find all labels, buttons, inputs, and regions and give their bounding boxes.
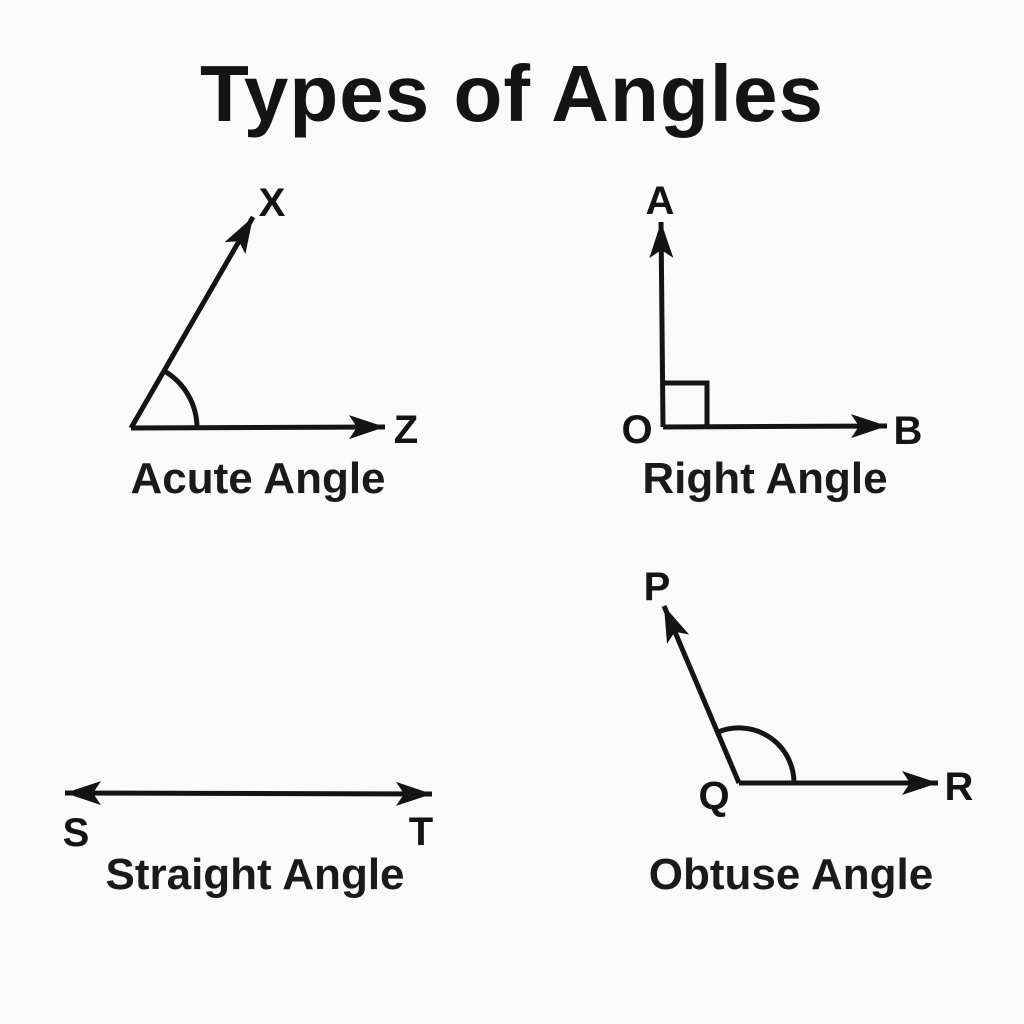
acute-ray-to-x bbox=[128, 215, 256, 430]
obtuse-angle-arc bbox=[716, 725, 797, 784]
obtuse-angle-caption: Obtuse Angle bbox=[649, 850, 933, 899]
straight-line-s-t bbox=[64, 781, 433, 806]
page-title: Types of Angles bbox=[200, 49, 824, 138]
obtuse-point-r: R bbox=[945, 765, 974, 809]
right-point-o: O bbox=[621, 408, 652, 452]
acute-angle-arc bbox=[162, 368, 200, 429]
acute-point-x: X bbox=[259, 181, 286, 225]
right-angle-caption: Right Angle bbox=[642, 454, 887, 503]
acute-angle-caption: Acute Angle bbox=[130, 454, 385, 503]
straight-point-t: T bbox=[409, 810, 433, 854]
right-ray-to-a bbox=[649, 221, 674, 428]
straight-angle-figure: S T Straight Angle bbox=[63, 781, 433, 899]
obtuse-point-p: P bbox=[644, 565, 671, 609]
obtuse-ray-to-p bbox=[661, 605, 742, 784]
acute-angle-figure: X Z Acute Angle bbox=[128, 181, 418, 503]
right-point-a: A bbox=[646, 179, 675, 223]
right-angle-figure: A O B Right Angle bbox=[621, 179, 922, 503]
obtuse-angle-figure: P Q R Obtuse Angle bbox=[644, 565, 974, 899]
acute-point-z: Z bbox=[394, 408, 418, 452]
obtuse-point-q: Q bbox=[698, 774, 729, 818]
straight-point-s: S bbox=[63, 811, 90, 855]
right-point-b: B bbox=[894, 409, 923, 453]
right-ray-to-b bbox=[662, 414, 888, 439]
right-angle-square-mark bbox=[663, 380, 710, 427]
straight-angle-caption: Straight Angle bbox=[105, 850, 404, 899]
acute-ray-to-z bbox=[130, 415, 386, 440]
